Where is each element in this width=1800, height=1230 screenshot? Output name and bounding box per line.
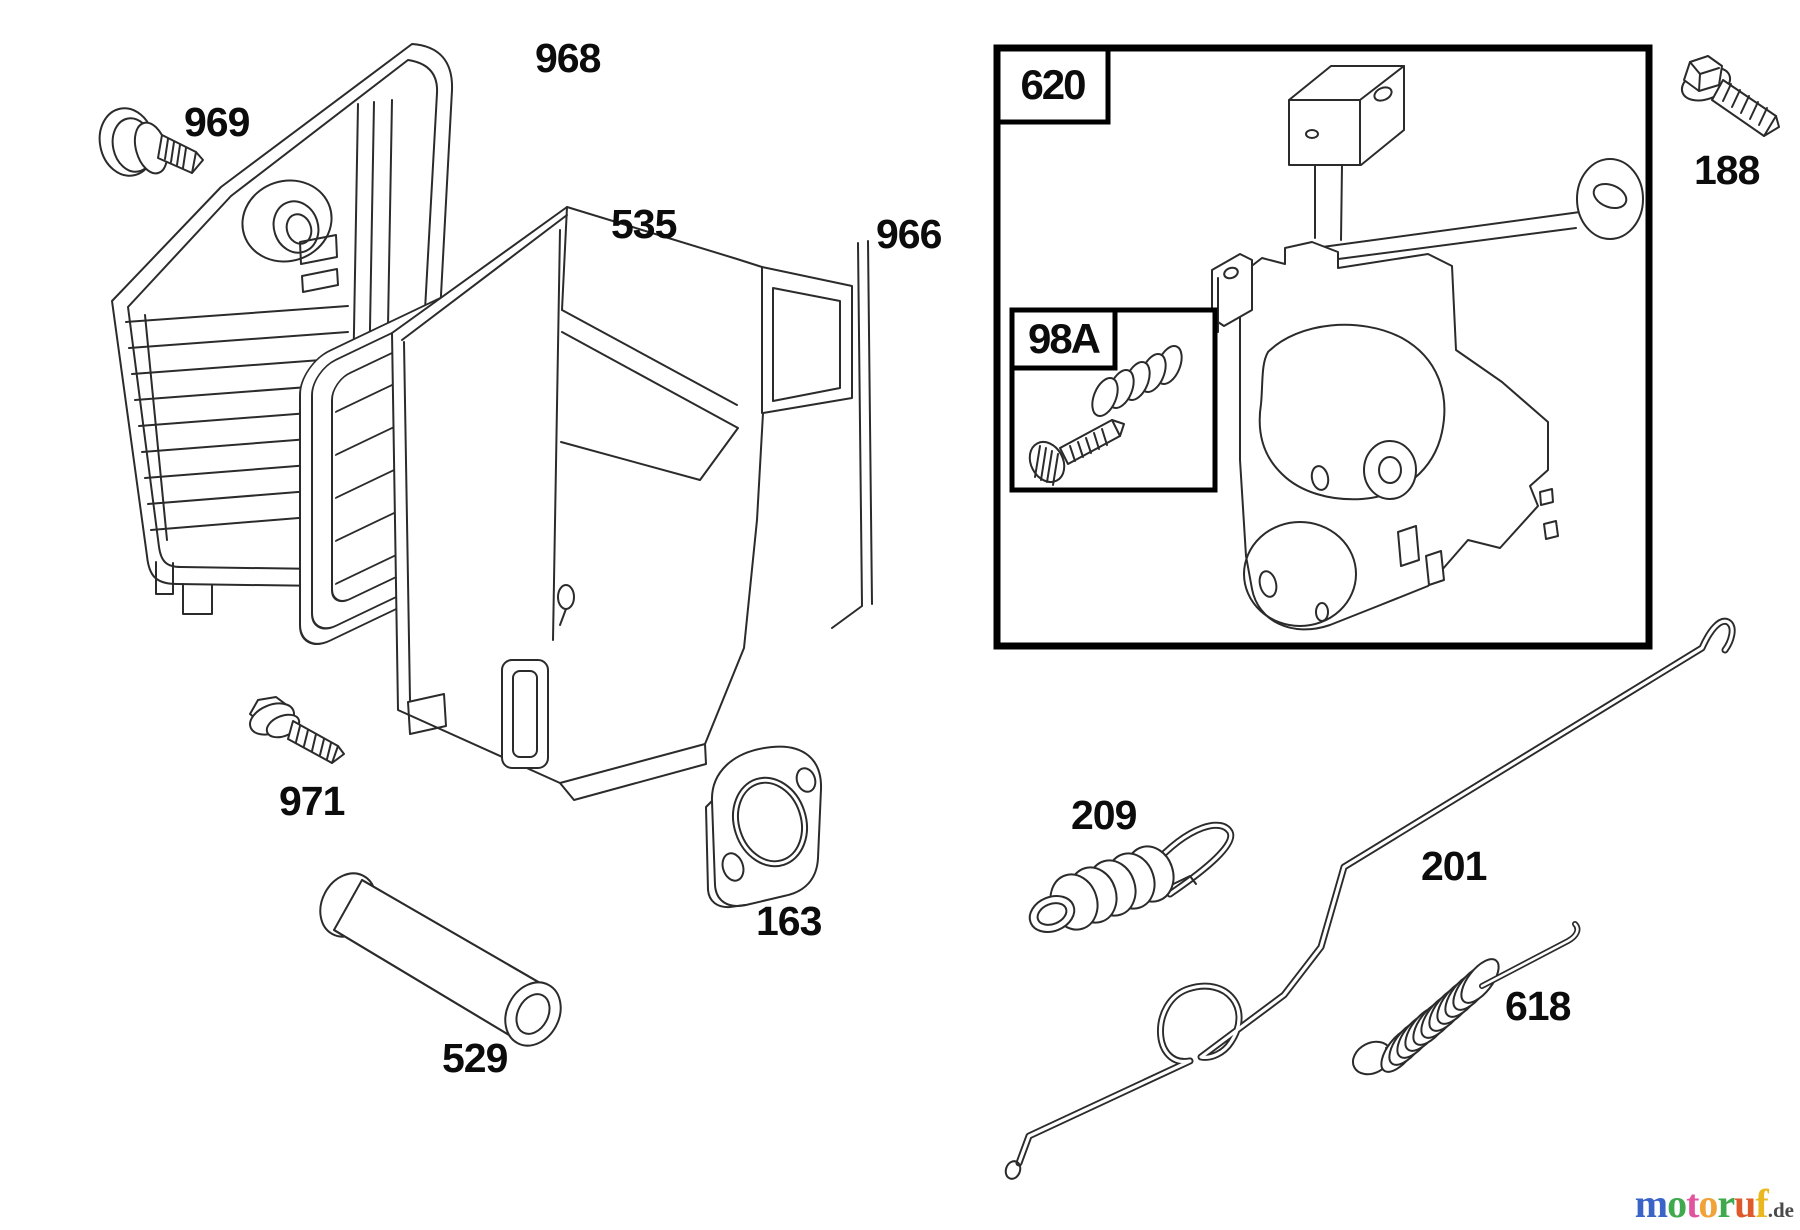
part-label-163: 163 — [756, 898, 822, 944]
thumb-screw-drawing — [98, 107, 204, 177]
breather-tube-drawing — [319, 872, 562, 1047]
part-label-201: 201 — [1421, 843, 1487, 889]
part-label-529: 529 — [442, 1035, 508, 1081]
logo-letter: f — [1755, 1181, 1768, 1226]
part-label-969: 969 — [184, 99, 250, 145]
part-label-971: 971 — [279, 778, 345, 824]
idle-screw-kit-drawing — [1028, 345, 1183, 486]
part-label-966: 966 — [876, 211, 942, 257]
part-label-620: 620 — [1020, 61, 1086, 108]
mounting-screw-drawing — [249, 696, 345, 764]
logo-letter: o — [1698, 1181, 1718, 1226]
flange-bolt-drawing — [1680, 55, 1780, 137]
part-label-209: 209 — [1071, 792, 1137, 838]
part-label-968: 968 — [535, 35, 601, 81]
logo-letter: u — [1734, 1181, 1756, 1226]
logo-letter: m — [1634, 1181, 1668, 1226]
extension-spring-drawing — [1351, 921, 1581, 1076]
logo-letter: t — [1686, 1181, 1699, 1226]
logo-letter: r — [1717, 1181, 1735, 1226]
control-bracket-drawing — [1211, 65, 1644, 631]
throttle-link-drawing — [1004, 617, 1736, 1180]
logo-letters: motoruf — [1634, 1181, 1769, 1226]
logo-letter: o — [1667, 1181, 1687, 1226]
watermark-logo: motoruf.de — [1635, 1184, 1794, 1224]
part-label-188: 188 — [1694, 147, 1760, 193]
part-label-618: 618 — [1505, 983, 1571, 1029]
inset-box-620 — [993, 44, 1653, 650]
blower-housing-drawing — [391, 206, 873, 801]
part-label-98a: 98A — [1027, 315, 1101, 362]
gasket-drawing — [705, 745, 823, 909]
logo-suffix: .de — [1767, 1198, 1794, 1222]
part-label-535: 535 — [611, 201, 677, 247]
governor-spring-drawing — [1028, 821, 1235, 933]
